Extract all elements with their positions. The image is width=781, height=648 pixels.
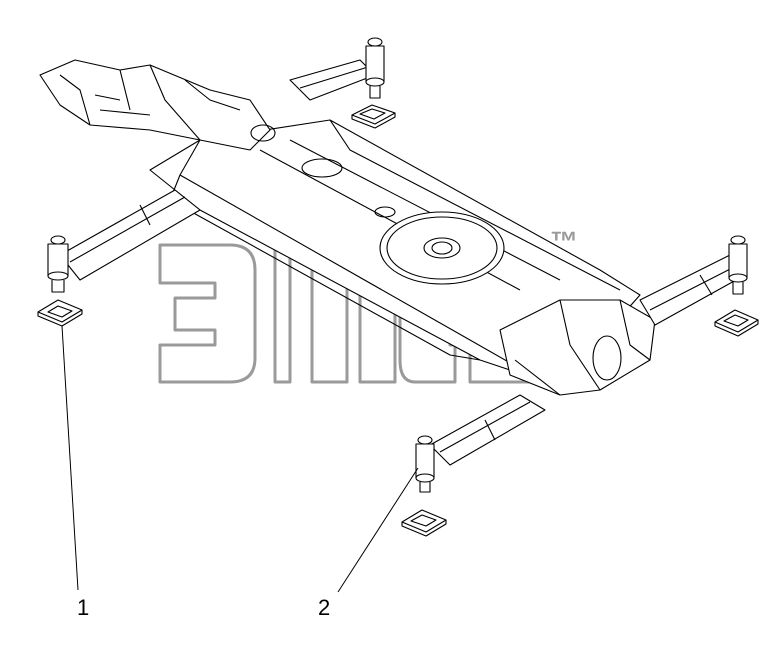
stabilizer-cylinder-front-right — [728, 235, 748, 295]
slewing-ring — [379, 211, 505, 285]
stabilizer-cylinder-2 — [415, 435, 435, 493]
support-pad-2 — [401, 509, 447, 537]
trademark-symbol: ™ — [550, 226, 579, 257]
leader-line-2 — [337, 467, 419, 593]
leader-line-1 — [61, 325, 79, 591]
support-pad-rear-right — [351, 104, 396, 129]
support-pad-front-right — [714, 309, 759, 337]
rear-frame — [39, 59, 276, 151]
front-frame — [499, 299, 656, 396]
stabilizer-cylinder-rear-right — [365, 37, 385, 99]
callout-1: 1 — [77, 595, 90, 620]
callout-2: 2 — [318, 595, 331, 620]
support-pad-1 — [37, 299, 83, 327]
outrigger-left — [59, 189, 201, 281]
outrigger-front-left — [429, 394, 546, 466]
leader-lines — [61, 325, 419, 593]
stabilizer-cylinder-1 — [47, 235, 69, 293]
outrigger-rear-right — [289, 59, 376, 101]
